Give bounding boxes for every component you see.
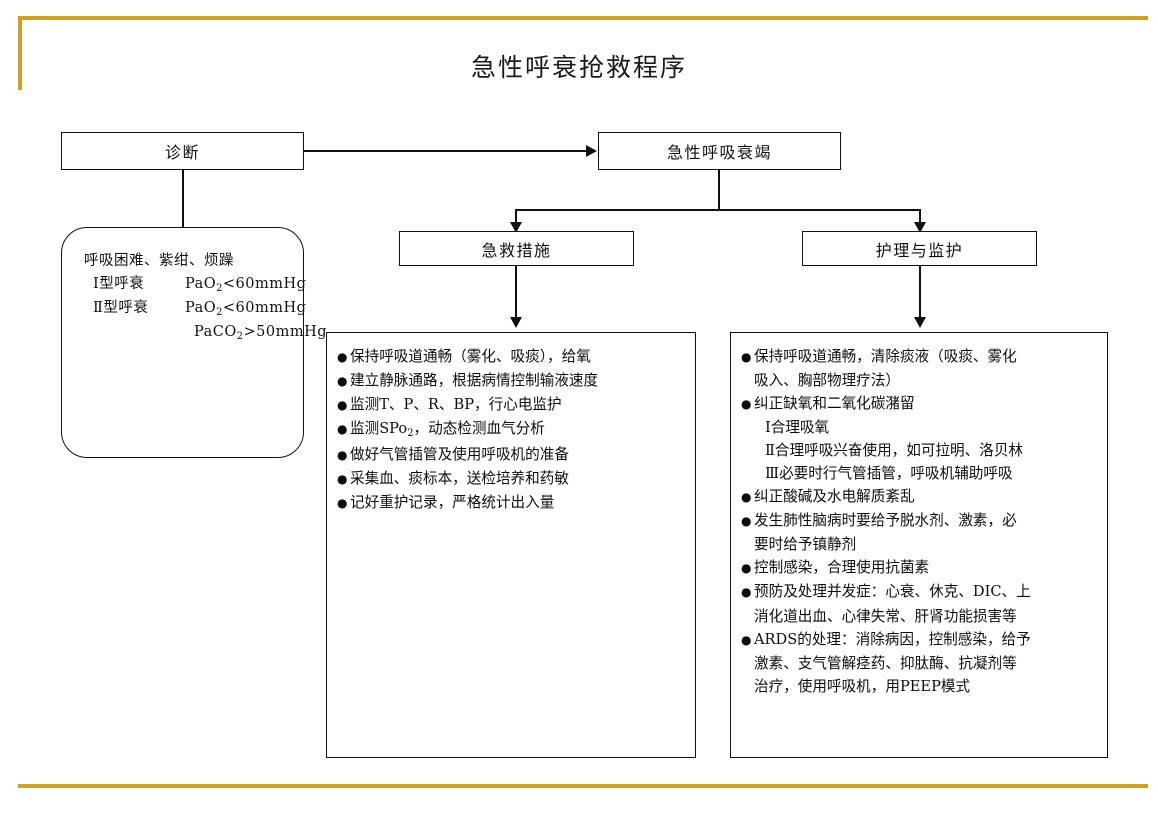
- criteria-symptoms: 呼吸困难、紫绀、烦躁: [84, 253, 234, 269]
- list-item: ●ARDS的处理：消除病因，控制感染，给予: [741, 630, 1031, 648]
- page-title: 急性呼衰抢救程序: [470, 53, 687, 82]
- arrowhead-to-emergency: [510, 222, 522, 233]
- bullet-icon: ●: [741, 350, 752, 364]
- list-item: ●记好重护记录，严格统计出入量: [337, 493, 555, 511]
- connector-branch-left: [515, 209, 517, 227]
- bullet-icon: ●: [741, 490, 752, 505]
- list-item-continuation: 消化道出血、心律失常、肝肾功能损害等: [754, 607, 1017, 625]
- bullet-icon: ●: [337, 447, 348, 462]
- bullet-icon: ●: [337, 495, 348, 510]
- list-item-continuation: 治疗，使用呼吸机，用PEEP模式: [754, 677, 971, 695]
- connector-branch-bar: [515, 209, 921, 211]
- bullet-icon: ●: [741, 397, 752, 412]
- bullet-icon: ●: [337, 374, 348, 389]
- bullet-icon: ●: [337, 398, 348, 413]
- list-item: ●建立静脉通路，根据病情控制输液速度: [337, 372, 599, 390]
- list-sub-item: Ⅲ必要时行气管插管，呼吸机辅助呼吸: [765, 465, 1013, 483]
- connector-nursing-to-list: [919, 266, 921, 318]
- connector-emergency-to-list: [515, 266, 517, 318]
- list-item: ●预防及处理并发症：心衰、休克、DIC、上: [741, 583, 1031, 601]
- node-condition-label: 急性呼吸衰竭: [666, 143, 772, 162]
- list-item: ●控制感染，合理使用抗菌素: [741, 559, 930, 577]
- bullet-icon: ●: [741, 514, 752, 529]
- list-item: ●采集血、痰标本，送检培养和药敏: [337, 469, 569, 487]
- list-item-continuation: 激素、支气管解痉药、抑肽酶、抗凝剂等: [754, 654, 1017, 672]
- list-item: ●保持呼吸道通畅（雾化、吸痰），给氧: [337, 348, 591, 365]
- bullet-icon: ●: [741, 632, 752, 647]
- bullet-icon: ●: [337, 350, 348, 364]
- bottom-gold-rule: [18, 784, 1148, 788]
- list-item: ●做好气管插管及使用呼吸机的准备: [337, 445, 569, 463]
- node-condition[interactable]: 急性呼吸衰竭: [598, 132, 841, 170]
- node-nursing[interactable]: 护理与监护: [802, 231, 1037, 266]
- arrowhead-emergency-list: [510, 317, 522, 328]
- list-item-continuation: 吸入、胸部物理疗法）: [754, 372, 900, 390]
- arrowhead-nursing-list: [914, 317, 926, 328]
- left-gold-rule: [18, 16, 22, 90]
- node-emergency[interactable]: 急救措施: [399, 231, 634, 266]
- list-item: ●纠正酸碱及水电解质紊乱: [741, 488, 915, 506]
- criteria-type2-line2: PaCO2>50mmHg: [194, 323, 328, 342]
- node-emergency-label: 急救措施: [481, 240, 552, 260]
- bullet-icon: ●: [741, 561, 752, 576]
- bullet-icon: ●: [741, 585, 752, 600]
- emergency-measures-list[interactable]: ●保持呼吸道通畅（雾化、吸痰），给氧 ●建立静脉通路，根据病情控制输液速度 ●监…: [326, 332, 696, 758]
- connector-diagnosis-to-condition: [304, 150, 587, 152]
- node-diagnosis-label: 诊断: [164, 143, 200, 162]
- top-gold-rule: [18, 16, 1148, 20]
- list-item: ●纠正缺氧和二氧化碳潴留: [741, 395, 915, 413]
- list-item-continuation: 要时给予镇静剂: [754, 536, 857, 554]
- list-item: ●保持呼吸道通畅，清除痰液（吸痰、雾化: [741, 348, 1017, 365]
- node-nursing-label: 护理与监护: [875, 240, 964, 260]
- list-item: ●监测SPo2，动态检测血气分析: [337, 420, 545, 439]
- bullet-icon: ●: [337, 422, 348, 437]
- connector-condition-stem: [718, 170, 720, 211]
- connector-branch-right: [919, 209, 921, 227]
- bullet-icon: ●: [337, 471, 348, 486]
- list-item: ●监测T、P、R、BP，行心电监护: [337, 396, 562, 414]
- connector-diagnosis-to-criteria: [182, 170, 184, 227]
- arrowhead-to-condition: [586, 145, 597, 157]
- arrowhead-to-nursing: [914, 222, 926, 233]
- node-diagnosis[interactable]: 诊断: [61, 132, 304, 170]
- list-sub-item: Ⅰ合理吸氧: [765, 419, 830, 437]
- list-sub-item: Ⅱ合理呼吸兴奋使用，如可拉明、洛贝林: [765, 442, 1024, 460]
- nursing-monitoring-list[interactable]: ●保持呼吸道通畅，清除痰液（吸痰、雾化 吸入、胸部物理疗法） ●纠正缺氧和二氧化…: [730, 332, 1108, 758]
- list-item: ●发生肺性脑病时要给予脱水剂、激素，必: [741, 512, 1017, 530]
